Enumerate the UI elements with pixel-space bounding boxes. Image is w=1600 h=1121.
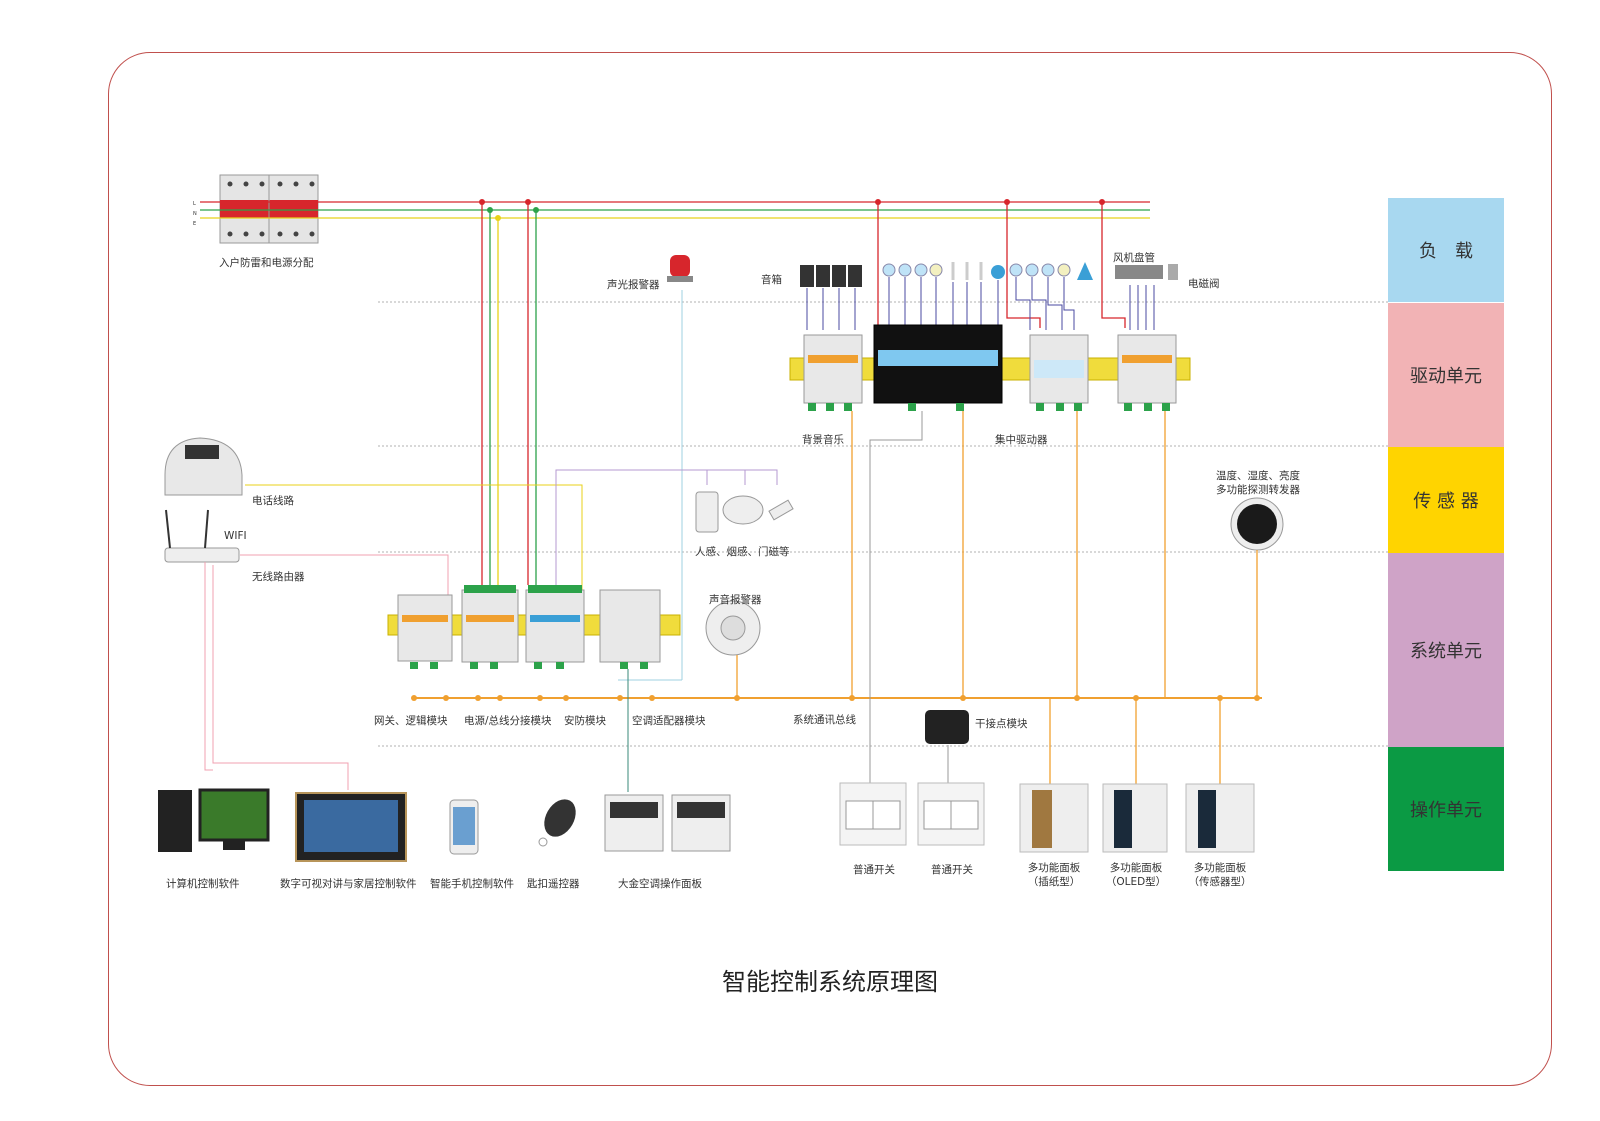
power-lines (200, 201, 1150, 219)
drive-module-music (803, 334, 863, 411)
dry-contact-label: 干接点模块 (975, 718, 1028, 730)
switch-2-label: 普通开关 (931, 864, 973, 876)
pc-label: 计算机控制软件 (166, 878, 240, 890)
sound-alarm-icon (705, 600, 761, 656)
light-bulb-icon (882, 263, 1071, 277)
ac-panel-label: 大金空调操作面板 (618, 878, 702, 890)
multi-panel-icon (1019, 783, 1255, 853)
power-distribution-label: 入户防雷和电源分配 (219, 257, 314, 269)
gateway-module (397, 594, 453, 662)
keyfob-label: 匙扣遥控器 (527, 878, 580, 890)
drive-module-4 (1117, 334, 1177, 411)
multi-sensor-icon (1230, 497, 1284, 551)
alarm-light-label: 声光报警器 (607, 279, 660, 291)
power-bus-label: 电源/总线分接模块 (464, 715, 552, 727)
speaker-label: 音箱 (761, 274, 782, 286)
ac-panel-icon (604, 794, 731, 852)
band-system: 系统单元 (1388, 553, 1504, 747)
breaker-panel-icon (219, 174, 319, 244)
svg-text:N: N (193, 211, 197, 217)
background-music-label: 背景音乐 (802, 434, 844, 446)
panel-oled-label: 多功能面板 （OLED型） (1105, 862, 1167, 888)
multi-sensor-label: 温度、湿度、亮度 多功能探测转发器 (1216, 470, 1300, 496)
smoke-sensor-icon (722, 495, 764, 525)
drive-module-3 (1029, 334, 1089, 411)
security-module (525, 585, 585, 663)
sound-alarm-label: 声音报警器 (709, 594, 762, 606)
panel-card-label: 多功能面板 （插纸型） (1027, 862, 1081, 888)
switch-icon (839, 782, 985, 846)
ac-adapter-module (599, 589, 661, 663)
fan-icon (991, 265, 1005, 279)
speaker-icon (800, 265, 862, 287)
system-bus-label: 系统通讯总线 (793, 714, 856, 726)
curtain-icon (1077, 262, 1093, 280)
power-bus-module (461, 585, 519, 663)
solenoid-valve-label: 电磁阀 (1188, 278, 1220, 290)
smartphone-icon (449, 799, 479, 855)
intercom-panel-icon (295, 792, 407, 862)
ac-adapter-label: 空调适配器模块 (632, 715, 706, 727)
solenoid-valve-icon (1168, 264, 1178, 280)
band-operation: 操作单元 (1388, 747, 1504, 871)
security-label: 安防模块 (564, 715, 606, 727)
panel-sensor-label: 多功能面板 （传感器型） (1188, 862, 1252, 888)
telephone-icon (164, 437, 243, 496)
motion-sensor-icon (695, 491, 719, 533)
line-tags: LNE (193, 201, 197, 227)
svg-text:L: L (193, 201, 196, 207)
router-label: 无线路由器 (252, 571, 305, 583)
intercom-label: 数字可视对讲与家居控制软件 (280, 878, 417, 890)
fan-coil-icon (1115, 265, 1163, 279)
band-load: 负 载 (1388, 198, 1504, 302)
dry-contact-module (925, 710, 969, 744)
band-sensor: 传 感 器 (1388, 447, 1504, 553)
wifi-label: WIFI (224, 530, 247, 542)
central-driver-module (873, 324, 1003, 411)
fan-coil-label: 风机盘管 (1113, 252, 1155, 264)
band-drive: 驱动单元 (1388, 303, 1504, 447)
computer-icon (158, 788, 270, 852)
keyfob-icon (538, 799, 576, 847)
phone-app-label: 智能手机控制软件 (430, 878, 514, 890)
door-sensor-icon (768, 499, 794, 521)
alarm-light-icon (667, 255, 693, 282)
central-driver-label: 集中驱动器 (995, 434, 1048, 446)
gateway-label: 网关、逻辑模块 (374, 715, 448, 727)
switch-1-label: 普通开关 (853, 864, 895, 876)
phone-line-label: 电话线路 (252, 495, 294, 507)
sensors-label: 人感、烟感、门磁等 (695, 546, 790, 558)
wifi-router-icon (164, 509, 240, 563)
diagram-title: 智能控制系统原理图 (722, 968, 938, 996)
svg-text:E: E (193, 221, 196, 227)
diagram-frame (108, 52, 1552, 1086)
